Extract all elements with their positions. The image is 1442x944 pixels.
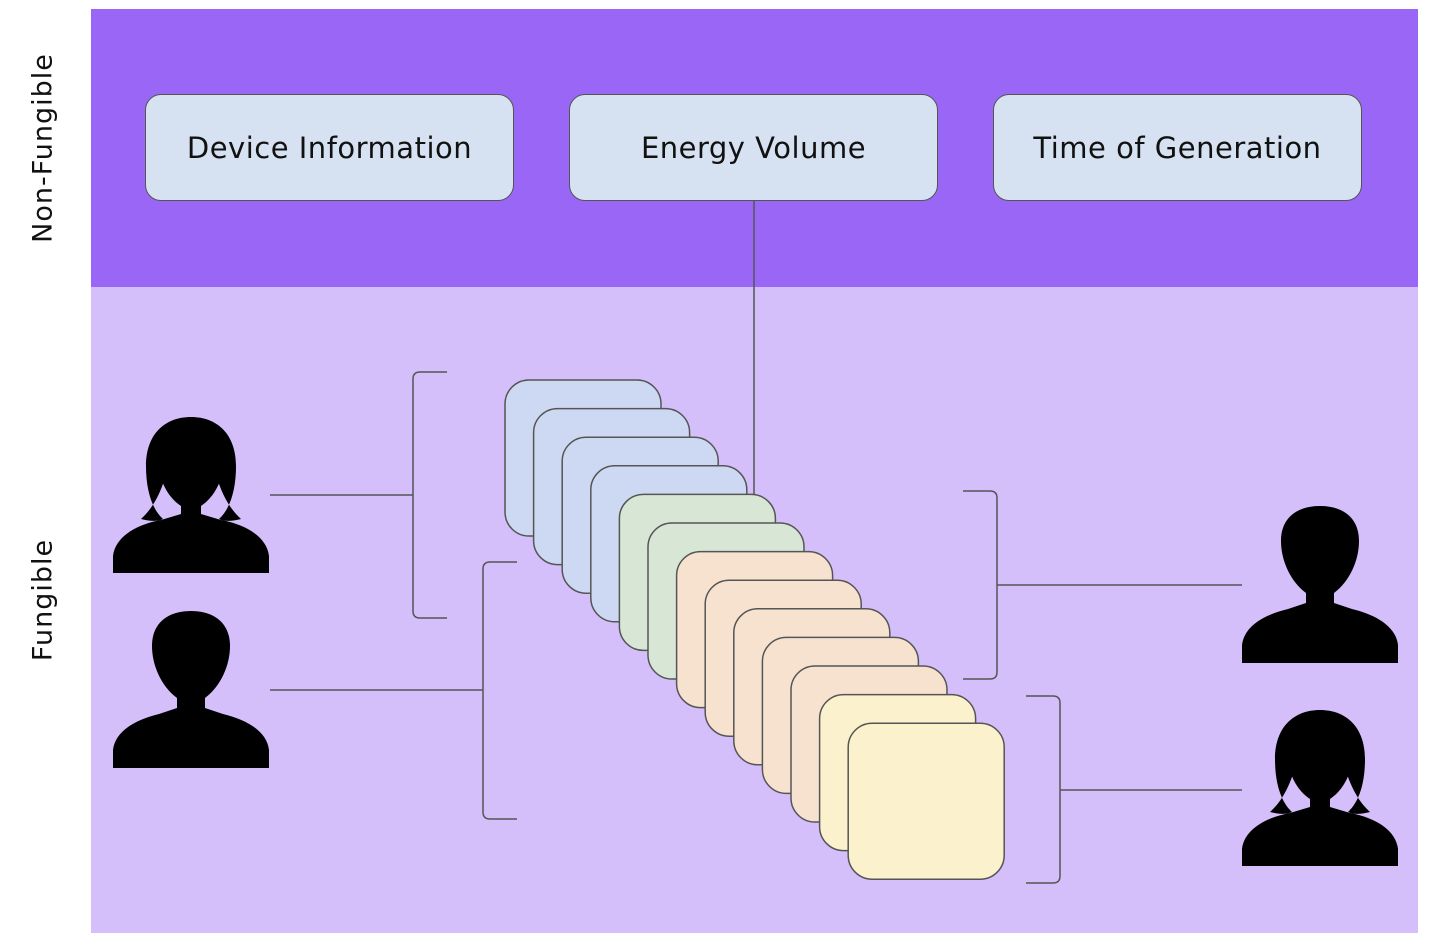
bracket-right-upper — [963, 490, 998, 680]
energy-volume-label: Energy Volume — [640, 130, 867, 165]
time-of-generation-box: Time of Generation — [993, 94, 1362, 201]
time-of-generation-label: Time of Generation — [1033, 130, 1322, 165]
bracket-left-upper — [412, 371, 447, 619]
certificate-stack — [504, 379, 1005, 880]
woman-icon — [113, 417, 269, 573]
bracket-right-lower — [1026, 695, 1061, 884]
energy-volume-box: Energy Volume — [569, 94, 938, 201]
man-icon — [1242, 506, 1398, 663]
certificate-card — [847, 722, 1005, 880]
person-connectors — [270, 494, 1242, 791]
bracket-left-lower — [482, 561, 517, 820]
device-information-box: Device Information — [145, 94, 514, 201]
device-information-label: Device Information — [186, 130, 473, 165]
woman-icon — [1242, 710, 1398, 866]
man-icon — [113, 611, 269, 768]
